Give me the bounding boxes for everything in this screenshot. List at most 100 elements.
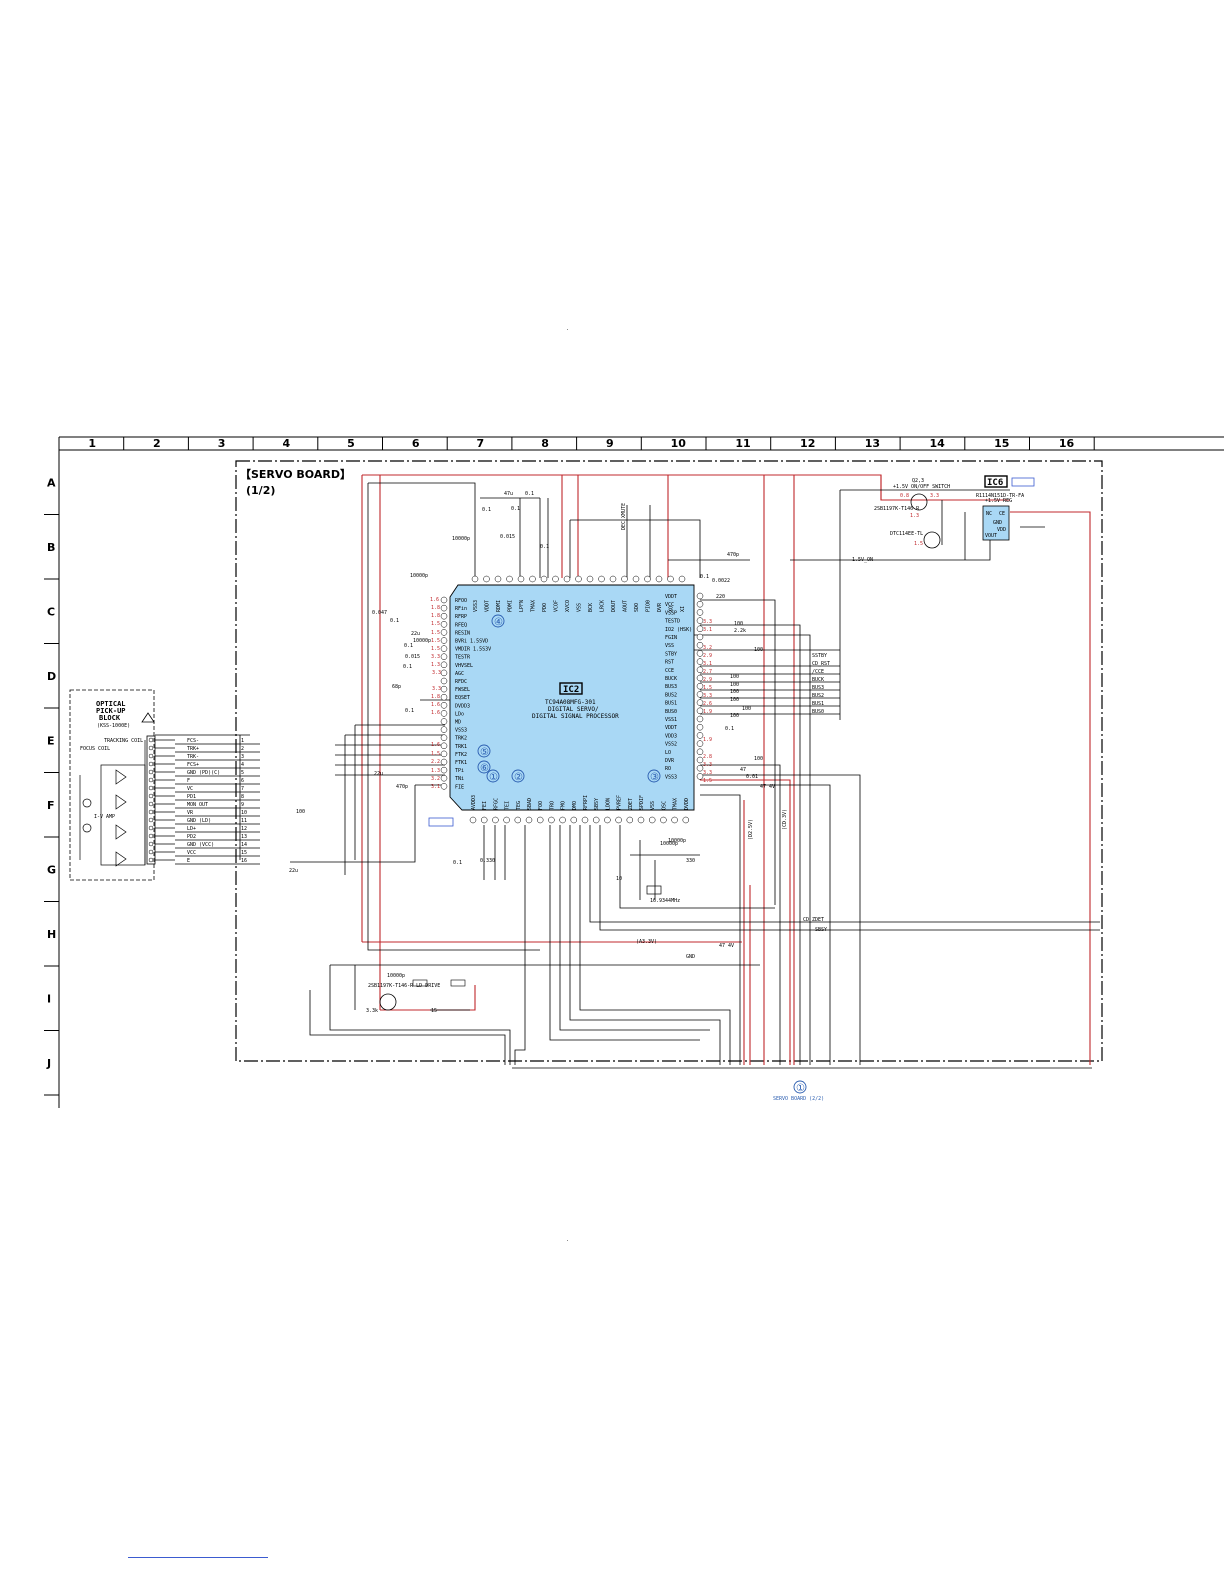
ic2-pin-bottom bbox=[626, 816, 634, 824]
ic6-ref: IC6 bbox=[987, 478, 1003, 488]
component-value: 0.1 bbox=[405, 708, 414, 714]
ic2-pin-left bbox=[440, 661, 448, 669]
column-label: 14 bbox=[929, 437, 945, 450]
ic2-pin-right bbox=[696, 764, 704, 772]
component-value: 470p bbox=[396, 784, 408, 790]
component-value: 220 bbox=[716, 594, 725, 600]
row-label: E bbox=[47, 734, 55, 747]
ld-drive-label: 2SB1197K-T146-R LD DRIVE bbox=[368, 983, 440, 989]
voltage-label: 0.8 bbox=[900, 493, 909, 499]
voltage-label: 1.5 bbox=[431, 751, 440, 757]
ic2-pin-label-left: RESIN bbox=[455, 630, 470, 636]
right-signal-label: SSTBY bbox=[812, 653, 827, 659]
right-signal-label: BUS3 bbox=[812, 685, 824, 691]
ic2-desc2: DIGITAL SIGNAL PROCESSOR bbox=[532, 713, 619, 720]
component-value: 0.1 bbox=[403, 664, 412, 670]
voltage-label: 1.8 bbox=[431, 613, 440, 619]
ic6-pin-gnd: GND bbox=[993, 520, 1002, 526]
ic2-pin-label-bottom: DVDD bbox=[684, 798, 690, 810]
component-value: 22u bbox=[289, 868, 298, 874]
q3-transistors bbox=[910, 493, 941, 549]
pickup-title3: BLOCK bbox=[99, 714, 121, 722]
connector-pin-number: 5 bbox=[241, 770, 244, 776]
signal-wiring bbox=[155, 482, 1100, 1069]
component-value: 100 bbox=[730, 713, 739, 719]
ic2-pin-bottom bbox=[682, 816, 690, 824]
connector-signal-label: GND (PD)(C) bbox=[187, 770, 220, 776]
ic6-regulator bbox=[982, 475, 1035, 541]
ic2-pin-right bbox=[696, 715, 704, 723]
ic2-pin-label-top: AOUT bbox=[623, 600, 629, 612]
ic2-pin-bottom bbox=[604, 816, 611, 824]
connector-pin bbox=[148, 737, 154, 743]
power-wiring bbox=[361, 474, 1091, 1065]
net-cd3v: (CD.3V) bbox=[782, 809, 788, 830]
voltage-label: 1.5 bbox=[431, 638, 440, 644]
voltage-labels: 1.61.81.81.51.51.51.53.31.33.33.31.81.61… bbox=[430, 493, 939, 790]
component-value: 100 bbox=[734, 621, 743, 627]
right-signal-label: BUS1 bbox=[812, 701, 824, 707]
component-value: 10 bbox=[616, 876, 622, 882]
ic2-pin-label-bottom: TEI bbox=[505, 801, 511, 810]
ic2-pin-left bbox=[440, 783, 448, 790]
ic6-pin-vout: VOUT bbox=[985, 533, 997, 539]
ic2-pin-top bbox=[598, 575, 605, 583]
waveform-balloon bbox=[491, 614, 505, 628]
ic2-pin-left bbox=[440, 726, 448, 733]
ic2-pin-right bbox=[696, 756, 704, 764]
voltage-label: 3.3 bbox=[703, 762, 712, 768]
voltage-label: 1.3 bbox=[910, 513, 919, 519]
connector-pin-number: 11 bbox=[241, 818, 247, 824]
ic2-pin-label-top: BCK bbox=[588, 603, 594, 612]
ic2-pin-label-right: RST bbox=[665, 660, 674, 666]
connector-wires bbox=[155, 739, 260, 865]
ic2-pin-bottom bbox=[536, 816, 544, 824]
component-value: 0.1 bbox=[404, 643, 413, 649]
component-value: 0.015 bbox=[500, 534, 515, 540]
ic2-pin-label-bottom: OSC bbox=[661, 801, 667, 810]
ic2-pin-label-left: FWSEL bbox=[455, 687, 470, 693]
ic2-pin-label-right: CCE bbox=[665, 668, 674, 674]
voltage-label: 3.1 bbox=[703, 661, 712, 667]
ic2-pin-label-bottom: FEI bbox=[482, 801, 488, 810]
connector-signal-label: MON OUT bbox=[187, 802, 208, 808]
voltage-label: 3.3 bbox=[930, 493, 939, 499]
ic2-pin-label-right: BUCK bbox=[665, 676, 677, 682]
ic2-pin-bottom bbox=[671, 816, 678, 824]
ic2-pin-label-bottom: RFGC bbox=[493, 798, 499, 810]
connector-pin-number: 14 bbox=[241, 842, 247, 848]
ic2-pin-left bbox=[440, 750, 448, 758]
component-value: 0.015 bbox=[405, 654, 420, 660]
connector-pin-number: 9 bbox=[241, 802, 244, 808]
ic2-pin-label-bottom: DMO bbox=[572, 801, 578, 810]
net-a33: (A3.3V) bbox=[636, 939, 657, 945]
ic2-pin-top bbox=[471, 575, 479, 583]
voltage-label: 3.3 bbox=[432, 670, 441, 676]
ic2-pin-label-right: BUS3 bbox=[665, 684, 677, 690]
ic2-pin-label-right: BUS1 bbox=[665, 701, 677, 707]
ic2-pin-left bbox=[440, 742, 448, 750]
ldp-box bbox=[412, 979, 428, 987]
row-label: J bbox=[46, 1057, 51, 1070]
voltage-label: 3.3 bbox=[703, 770, 712, 776]
column-ticks bbox=[123, 437, 1095, 450]
pickup-coil1: FOCUS COIL bbox=[80, 746, 110, 752]
component-value: 0.1 bbox=[482, 507, 491, 513]
ic2-pin-label-right: TESTD bbox=[665, 619, 680, 625]
ic2-pin-top bbox=[586, 575, 594, 583]
connector-pin bbox=[148, 849, 154, 855]
ic2-pin-label-top: VSS bbox=[577, 603, 583, 612]
ic2-pin-label-top: XI bbox=[680, 606, 686, 612]
right-signal-label: BUCK bbox=[812, 677, 824, 683]
component-value: 22u bbox=[374, 771, 383, 777]
waveform-balloon-label: ⑤ bbox=[480, 747, 489, 758]
connector-pin-number: 15 bbox=[241, 850, 247, 856]
connector-pin bbox=[148, 825, 154, 831]
ic2-pin-top bbox=[494, 575, 502, 583]
row-label: G bbox=[47, 863, 56, 876]
waveform-balloon bbox=[486, 769, 500, 783]
